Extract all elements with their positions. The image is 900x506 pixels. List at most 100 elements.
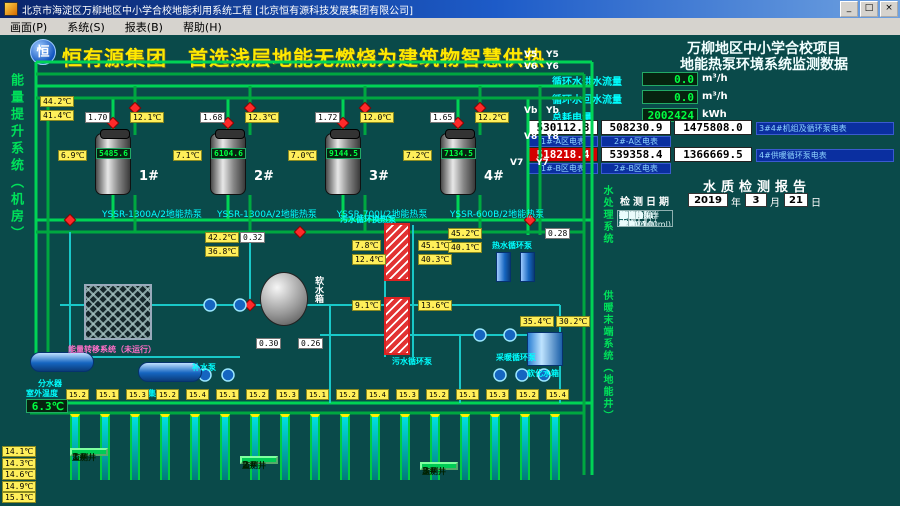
sensor-value: 7.0℃ xyxy=(288,150,318,161)
well-temp-value: 15.3 xyxy=(486,389,509,400)
valve-label: V5 xyxy=(524,50,538,60)
energy-well xyxy=(430,414,440,480)
window-title: 北京市海淀区万柳地区中小学合校地能利用系统工程 [北京恒有源科技发展集团有限公司… xyxy=(22,5,413,17)
divider-label: 分水器 xyxy=(38,379,62,388)
valve-label: Y6 xyxy=(546,62,559,72)
energy-well xyxy=(550,414,560,480)
project-title-line2: 地能热泵环境系统监测数据 xyxy=(680,57,848,73)
water-collector xyxy=(138,362,202,382)
sensor-value: 13.6℃ xyxy=(418,300,453,311)
well-temp-value: 15.3 xyxy=(126,389,149,400)
minimize-button[interactable]: _ xyxy=(840,1,858,17)
sensor-value: 0.32 xyxy=(240,232,266,243)
water-divider xyxy=(30,352,94,372)
right-system-banner: 供暖末端系统（地能井） xyxy=(601,290,612,422)
unit-number: 1# xyxy=(139,169,159,184)
close-button[interactable]: × xyxy=(880,1,898,17)
meter-value: 508230.9 xyxy=(601,120,671,135)
scada-canvas: 能量提升系统（机房） 水处理系统 供暖末端系统（地能井） 恒 恒有源集团 首选浅… xyxy=(0,35,900,506)
flow-value-display: 0.0 xyxy=(642,72,698,86)
energy-transfer-label: 能量转移系统（未运行） xyxy=(68,345,156,354)
well-temp-value: 15.2 xyxy=(156,389,179,400)
heating-pump-label: 采暖循环泵 xyxy=(496,353,536,362)
valve-label: V8 xyxy=(524,132,538,142)
heat-pump-vessel xyxy=(210,129,246,195)
water-treatment-banner: 水处理系统 xyxy=(601,185,612,245)
flow-unit: m³/h xyxy=(702,91,728,102)
meter-value: 1475808.0 xyxy=(674,120,752,135)
sensor-value: 36.8℃ xyxy=(205,246,240,257)
unit-number: 4# xyxy=(484,169,504,184)
maximize-button[interactable]: □ xyxy=(860,1,878,17)
sensor-value: 7.1℃ xyxy=(173,150,203,161)
heat-pump-unit[interactable]: 3# YSSR-700J/2地能热泵 xyxy=(325,129,465,243)
energy-well xyxy=(340,414,350,480)
sensor-value: 1.68 xyxy=(200,112,226,123)
well-temp-value: 15.4 xyxy=(366,389,389,400)
monitor-well-button[interactable]: 2#监测井 xyxy=(240,456,278,471)
sensor-value: 6104.6 xyxy=(211,148,246,159)
meter-label: 2#-B区电表 xyxy=(601,163,671,174)
monitor-well-label: 监测井 xyxy=(242,461,266,470)
year-unit-label: 年 xyxy=(731,198,741,209)
well-temp-value: 15.2 xyxy=(66,389,89,400)
well-temp-value: 15.2 xyxy=(516,389,539,400)
report-month-field[interactable]: 3 xyxy=(745,193,767,207)
sensor-value: 5485.6 xyxy=(96,148,131,159)
sensor-value: 7.2℃ xyxy=(403,150,433,161)
monitor-well-button[interactable]: 1#监测井 xyxy=(70,448,108,463)
sensor-value: 1.70 xyxy=(85,112,111,123)
heat-pump-unit[interactable]: 4#YSSR-600B/2地能热泵 xyxy=(440,129,580,243)
menu-item-report[interactable]: 报表(B) xyxy=(124,20,163,34)
heat-pump-unit[interactable]: 1#YSSR-1300A/2地能热泵 xyxy=(95,129,235,243)
hot-water-pump xyxy=(496,252,511,282)
valve-label: Y7 xyxy=(536,158,549,168)
depth-temp-value: 14.3℃ xyxy=(2,457,37,469)
unit-number: 3# xyxy=(369,169,389,184)
depth-temp-value: 14.1℃ xyxy=(2,446,37,457)
plate-heat-exchanger xyxy=(384,223,410,281)
outdoor-temp-value: 6.3℃ xyxy=(26,399,68,413)
heat-pump-vessel xyxy=(95,129,131,195)
menu-bar: 画面(P) 系统(S) 报表(B) 帮助(H) xyxy=(0,18,900,36)
monitor-well-button[interactable]: 3#监测井 xyxy=(420,462,458,477)
well-temp-value: 15.2 xyxy=(426,389,449,400)
sensor-value: 42.2℃ xyxy=(205,232,240,243)
sensor-value: 41.4℃ xyxy=(40,110,75,121)
report-day-field[interactable]: 21 xyxy=(784,193,808,207)
energy-well xyxy=(490,414,500,480)
menu-item-help[interactable]: 帮助(H) xyxy=(182,20,222,34)
sensor-value: 7.8℃ xyxy=(352,240,382,251)
monitor-well-label: 监测井 xyxy=(72,453,96,462)
heat-pump-unit[interactable]: 2#YSSR-1300A/2地能热泵 xyxy=(210,129,350,243)
unit-model-label: YSSR-700J/2地能热泵 xyxy=(336,210,428,220)
plate-heat-exchanger xyxy=(384,297,410,355)
makeup-pump-label: 补水泵 xyxy=(192,363,216,372)
menu-item-screen[interactable]: 画面(P) xyxy=(10,20,48,34)
report-title: 水质检测报告 xyxy=(702,180,811,195)
outdoor-temp-label: 室外温度 xyxy=(26,389,58,398)
monitor-well-number: 2# xyxy=(242,460,258,471)
heat-pump-vessel xyxy=(325,129,361,195)
energy-well xyxy=(400,414,410,480)
energy-well xyxy=(370,414,380,480)
sensor-value: 45.2℃ xyxy=(448,228,483,239)
sensor-value: 7134.5 xyxy=(441,148,476,159)
energy-well xyxy=(190,414,200,480)
energy-meter-panel: 530112.8 508230.9 1475808.0 3#4#机组及循环泵电表… xyxy=(528,120,898,178)
soft-water-tank-label: 软水箱 xyxy=(313,276,323,303)
sensor-value: 40.1℃ xyxy=(448,242,483,253)
sensor-value: 40.3℃ xyxy=(418,254,453,265)
heat-pump-vessel xyxy=(440,129,476,195)
well-temp-value: 15.1 xyxy=(306,389,329,400)
monitor-well-number: 1# xyxy=(72,452,88,463)
meter-value: 530112.8 xyxy=(528,120,598,135)
valve-label: Vb xyxy=(524,106,538,116)
report-cell: 未检出 xyxy=(617,210,629,227)
energy-well xyxy=(70,414,80,480)
menu-item-system[interactable]: 系统(S) xyxy=(67,20,105,34)
report-year-field[interactable]: 2019 xyxy=(688,193,728,207)
valve-label: V6 xyxy=(524,62,538,72)
valve-label: Yb xyxy=(546,106,559,116)
